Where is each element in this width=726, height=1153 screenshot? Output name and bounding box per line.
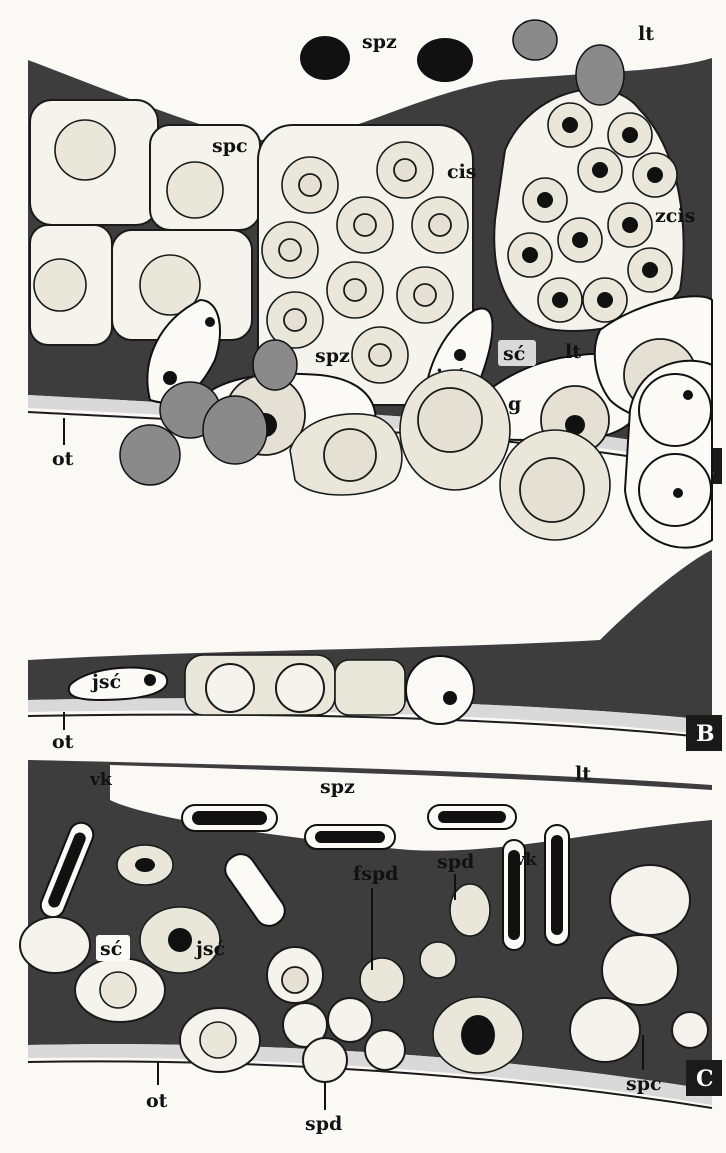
panel-b-label-spz: spz	[315, 345, 350, 367]
panel-c: vk spz lt fspd spd vk sć jsć ot spd spc …	[20, 760, 722, 1135]
panel-c-label-vk-left: vk	[89, 770, 113, 790]
panel-c-label-spz: spz	[320, 776, 355, 798]
panel-c-label-sc: sć	[100, 938, 122, 960]
panel-c-label-fspd: fspd	[353, 863, 398, 885]
panel-a: spz lt spc cis zcis sć jsć g ot A	[28, 20, 722, 484]
panel-b-label-jsc: jsć	[90, 671, 121, 693]
panel-c-label-spd-top: spd	[437, 851, 474, 873]
panel-b-label-lt: lt	[565, 341, 581, 363]
panel-a-label-spc: spc	[212, 135, 248, 157]
panel-c-label-ot: ot	[146, 1090, 168, 1112]
panel-c-tag: C	[696, 1066, 714, 1092]
panel-a-label-spz: spz	[362, 31, 397, 53]
panel-b-label-ot: ot	[52, 731, 74, 753]
panel-c-label-spc: spc	[626, 1073, 662, 1095]
panel-a-label-ot: ot	[52, 448, 74, 470]
panel-a-label-sc: sć	[503, 343, 525, 365]
panel-a-label-g: g	[508, 393, 521, 415]
panel-c-label-lt: lt	[575, 763, 591, 785]
panel-a-label-lt: lt	[638, 23, 654, 45]
panel-c-label-vk-right: vk	[514, 850, 538, 870]
panel-c-label-jsc: jsć	[194, 938, 225, 960]
panel-a-label-zcis: zcis	[655, 205, 695, 227]
panel-c-label-spd-bottom: spd	[305, 1113, 342, 1135]
panel-a-label-cis: cis	[447, 161, 476, 183]
panel-b-tag: B	[696, 721, 715, 747]
